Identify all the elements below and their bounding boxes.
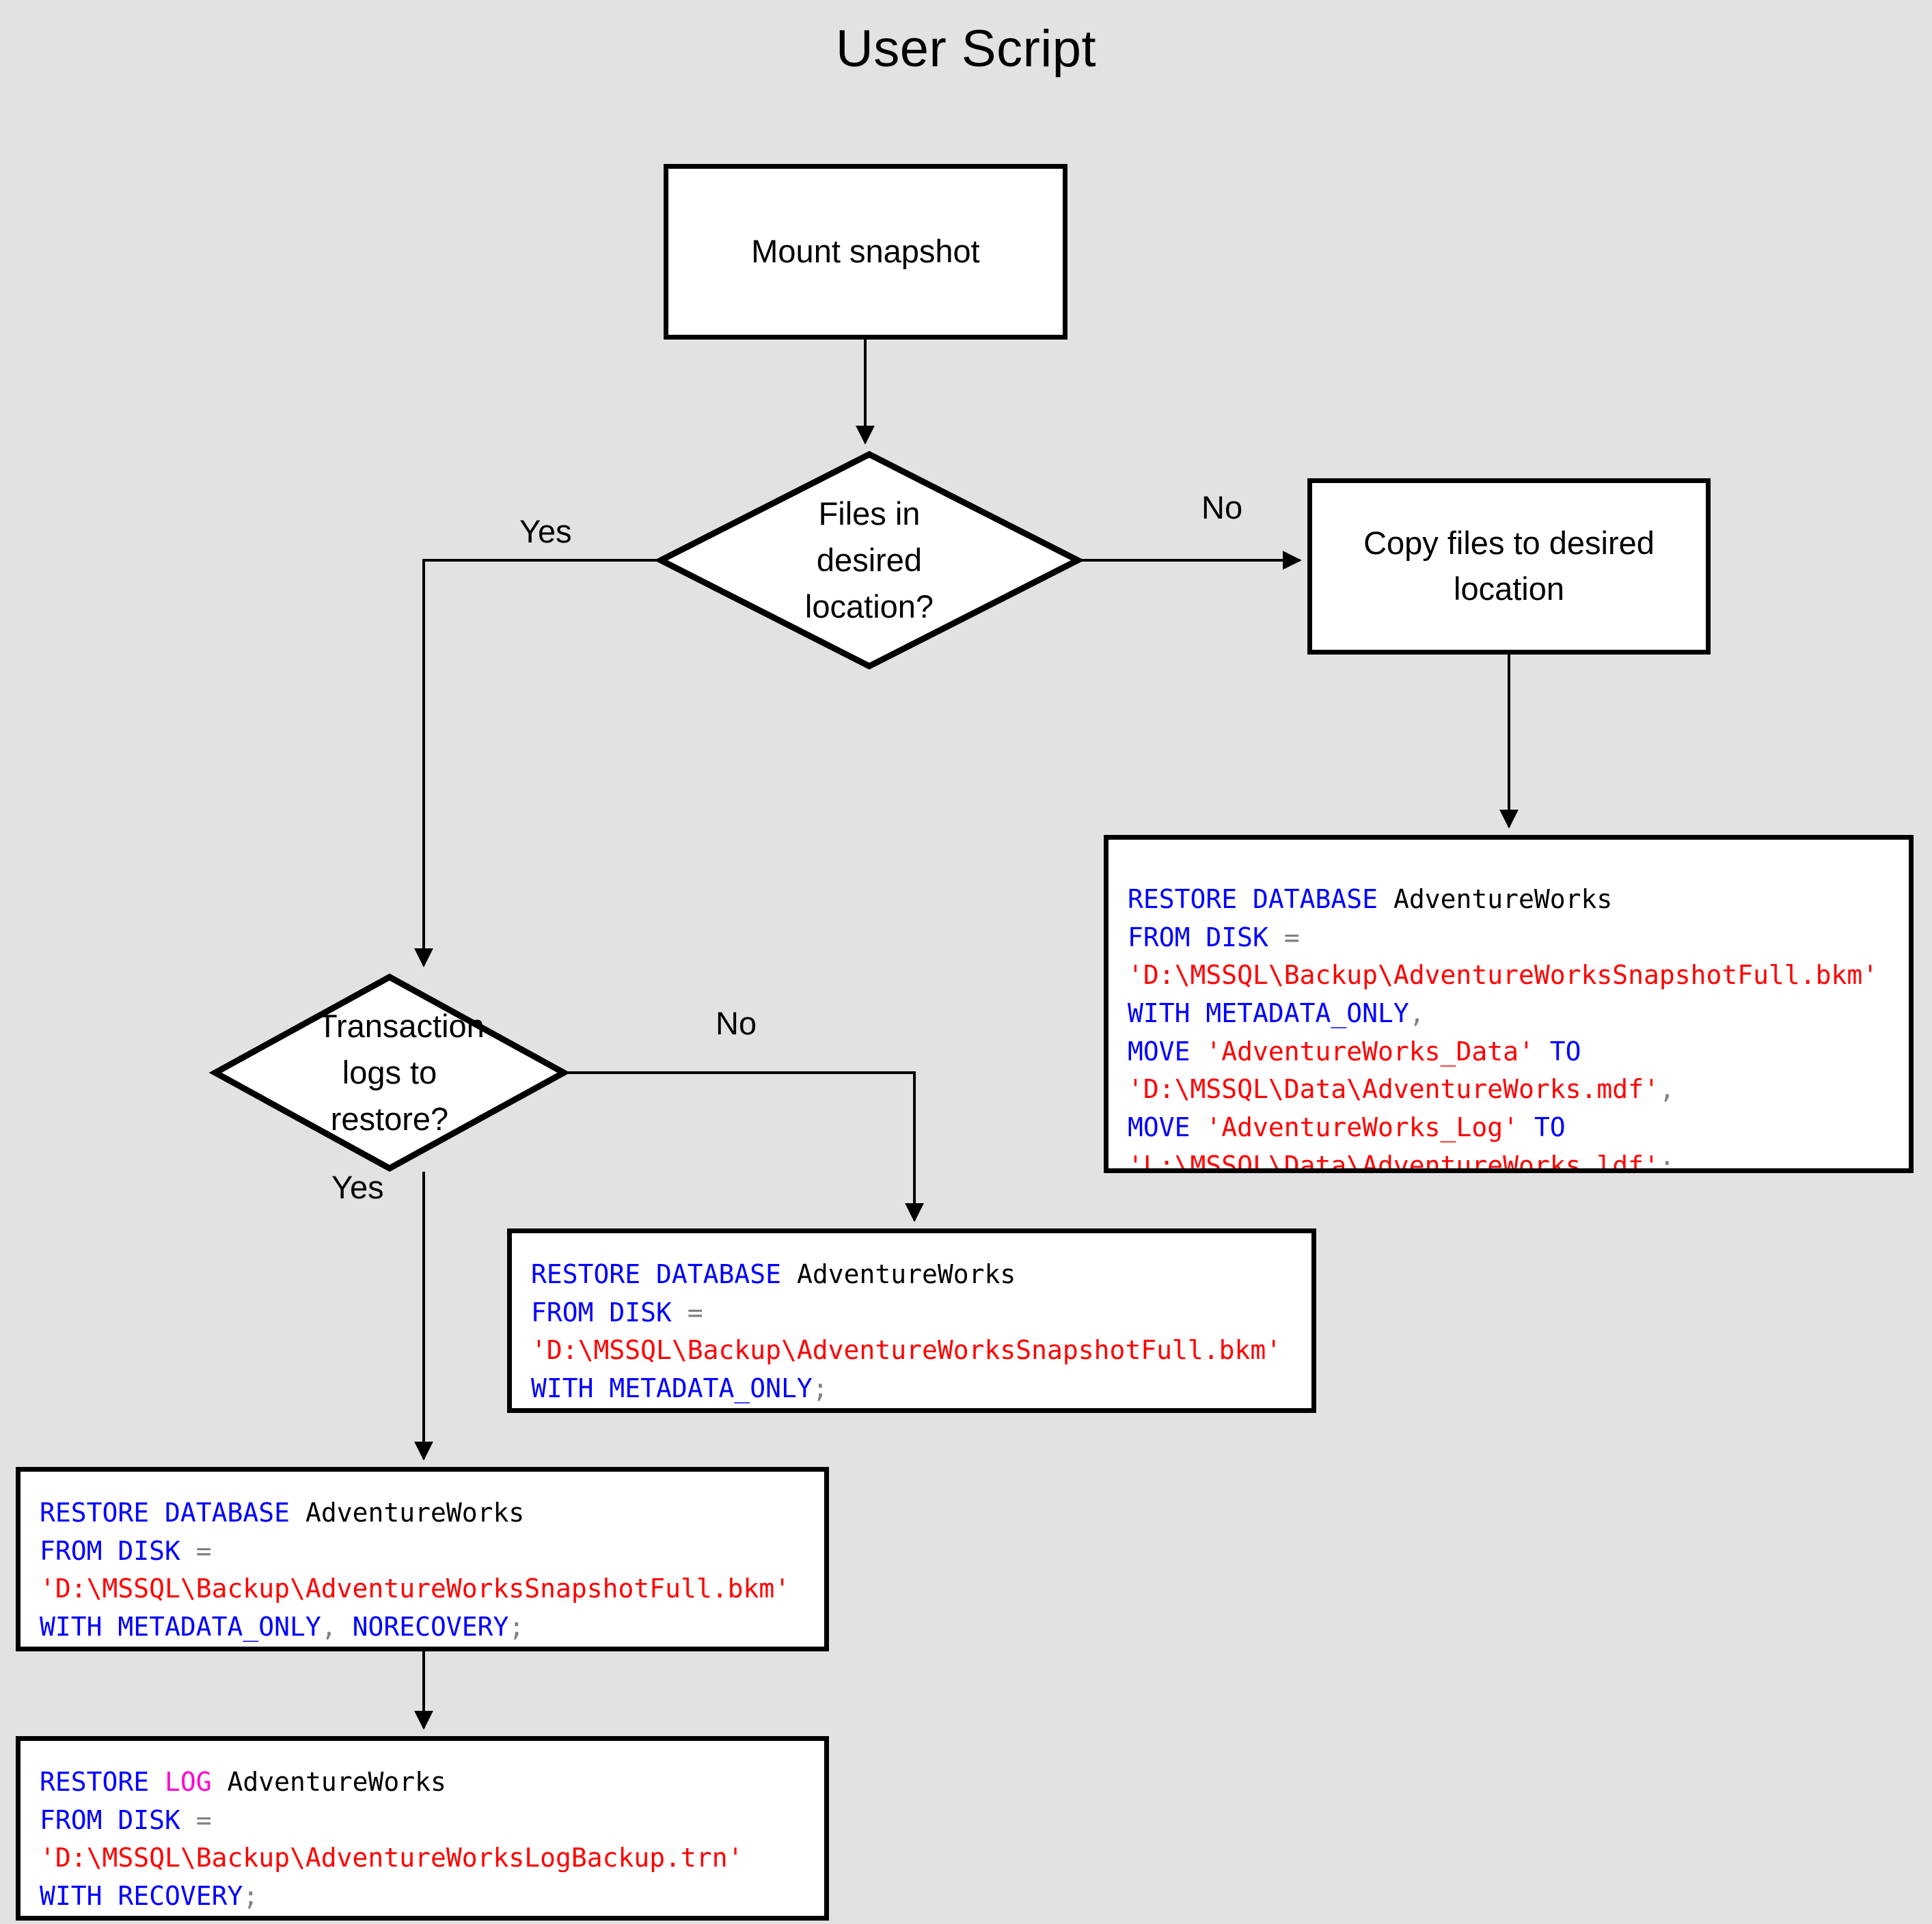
node-copy-files[interactable]: Copy files to desired location [1307,478,1711,655]
code-line: RESTORE DATABASE AdventureWorks [1128,884,1613,914]
code-line: 'D:\MSSQL\Backup\AdventureWorksSnapshotF… [40,1573,791,1604]
code-line: MOVE 'AdventureWorks_Log' TO [1128,1112,1566,1142]
node-files-in-desired-location-label: Files in desired location? [804,495,934,624]
code-line: 'D:\MSSQL\Backup\AdventureWorksLogBackup… [40,1843,744,1873]
code-line: RESTORE DATABASE AdventureWorks [40,1498,525,1528]
edge-label-logs-yes: Yes [331,1169,384,1205]
code-line: RESTORE LOG AdventureWorks [40,1767,446,1797]
code-line: 'L:\MSSQL\Data\AdventureWorks.ldf'; [1128,1150,1675,1173]
diamond-shape [208,973,571,1172]
code-line: WITH METADATA_ONLY, [1128,998,1425,1028]
code-line: WITH METADATA_ONLY, NORECOVERY; [40,1611,525,1642]
code-line: FROM DISK = [40,1804,212,1835]
node-files-in-desired-location[interactable]: Files in desired location? [654,450,1085,670]
edge-label-files-yes: Yes [519,513,572,549]
code-line: WITH METADATA_ONLY; [531,1373,828,1403]
code-line: FROM DISK = [531,1297,703,1328]
node-mount-snapshot-label: Mount snapshot [751,233,980,270]
code-line: 'D:\MSSQL\Backup\AdventureWorksSnapshotF… [1128,960,1879,991]
node-transaction-logs-label: Transaction logs to restore? [318,1008,485,1137]
edge-files-yes-to-logs [414,559,657,967]
node-copy-files-label: Copy files to desired location [1363,525,1655,607]
page-title: User Script [835,20,1097,78]
diamond-shape [654,450,1085,670]
code-line: FROM DISK = [1128,922,1300,952]
code-line: 'D:\MSSQL\Backup\AdventureWorksSnapshotF… [531,1335,1282,1366]
code-line: WITH RECOVERY; [40,1880,259,1911]
edge-label-files-no: No [1201,489,1243,525]
code-line: RESTORE DATABASE AdventureWorks [531,1259,1016,1289]
edge-logs-no-to-sql-meta [567,1071,924,1222]
edge-label-logs-no: No [716,1005,757,1041]
node-transaction-logs[interactable]: Transaction logs to restore? [208,973,571,1172]
code-line: FROM DISK = [40,1535,212,1566]
code-line: 'D:\MSSQL\Data\AdventureWorks.mdf', [1128,1074,1675,1105]
code-line: MOVE 'AdventureWorks_Data' TO [1128,1036,1581,1067]
node-mount-snapshot[interactable]: Mount snapshot [664,164,1067,340]
